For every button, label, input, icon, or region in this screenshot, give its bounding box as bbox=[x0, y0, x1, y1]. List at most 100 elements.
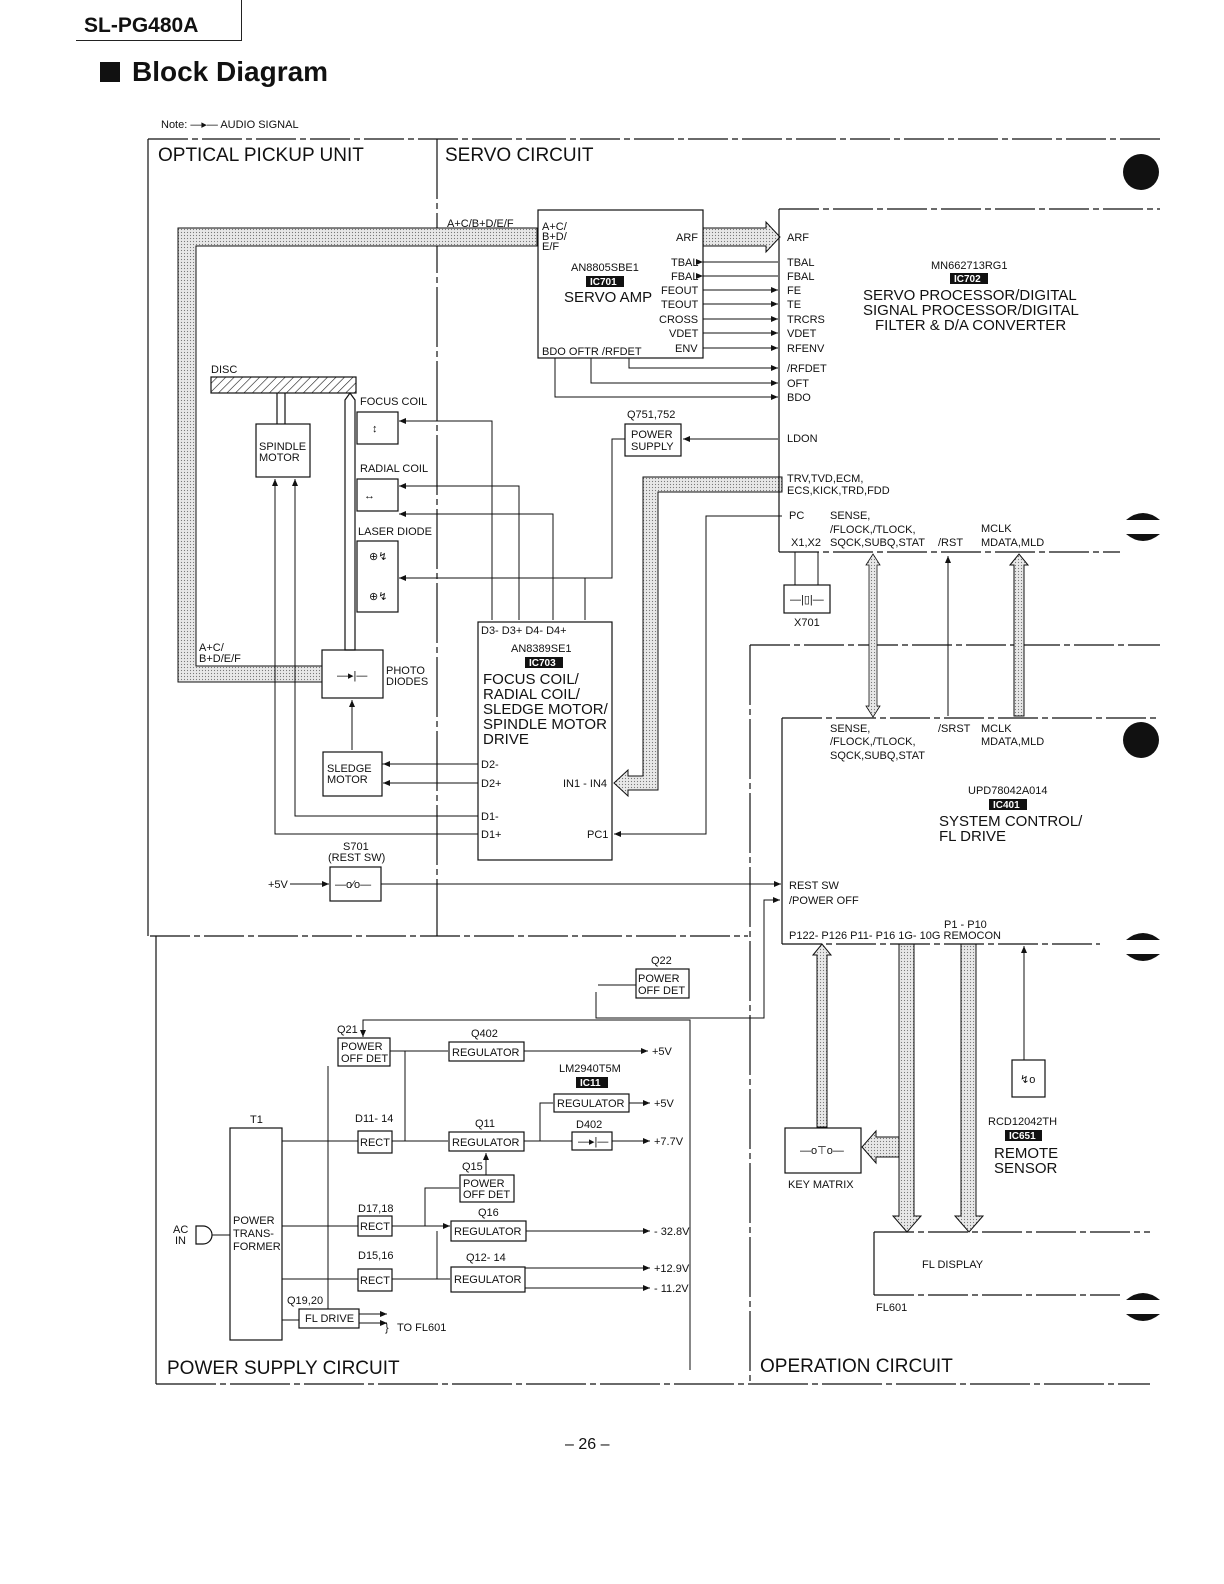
q21-power-off-det bbox=[337, 1037, 391, 1067]
ic702-pin: FE bbox=[787, 285, 801, 297]
ic651-id: IC651 bbox=[1009, 1131, 1036, 1142]
title-bullet-icon bbox=[100, 62, 120, 82]
ic401-sense: SQCK,SUBQ,STAT bbox=[830, 750, 925, 762]
fl-drive-box bbox=[298, 1308, 360, 1329]
ic702-mclk: MCLK bbox=[981, 523, 1012, 535]
q15-label: Q15 bbox=[462, 1161, 483, 1173]
q11-label: Q11 bbox=[475, 1118, 495, 1130]
ic702-x12: X1,X2 bbox=[791, 537, 821, 549]
q1920-label: Q19,20 bbox=[287, 1295, 323, 1307]
ic701-pin: CROSS bbox=[659, 314, 698, 326]
rf-signal-path bbox=[177, 220, 1030, 1233]
rect-d1516 bbox=[357, 1268, 393, 1292]
brace-icon: } bbox=[385, 1322, 389, 1334]
remote-sensor-label: REMOTE bbox=[994, 1145, 1058, 1162]
output-voltage: +5V bbox=[652, 1046, 673, 1058]
ic703-name: SPINDLE MOTOR bbox=[483, 716, 607, 733]
disc-label: DISC bbox=[211, 364, 237, 376]
servo-signal-lines bbox=[554, 259, 778, 400]
model-vrule bbox=[241, 0, 242, 41]
output-voltage: +7.7V bbox=[654, 1136, 684, 1148]
ic701-input-label: A+C/B+D/E/F bbox=[447, 218, 514, 230]
q1214-label: Q12- 14 bbox=[466, 1252, 506, 1264]
ic703-pin: D1+ bbox=[481, 829, 502, 841]
ic401-mclk: MCLK bbox=[981, 723, 1012, 735]
model-rule bbox=[76, 40, 242, 41]
q21-box-text: POWER bbox=[341, 1041, 383, 1053]
registration-dot-top bbox=[1123, 154, 1159, 190]
transformer-text: TRANS- bbox=[233, 1228, 274, 1240]
registration-dot-middle bbox=[1123, 722, 1159, 758]
ic701-bottom-pins: BDO OFTR /RFDET bbox=[542, 346, 642, 358]
ic401-ports: P122- P126 P11- P16 1G- 10G REMOCON bbox=[789, 930, 1001, 942]
ic702-pin: TE bbox=[787, 299, 801, 311]
ic702-id: IC702 bbox=[954, 274, 981, 285]
ic703-pin: D2- bbox=[481, 759, 499, 771]
ic702-pin: OFT bbox=[787, 378, 809, 390]
ic401-id: IC401 bbox=[993, 800, 1020, 811]
page-title: Block Diagram bbox=[132, 56, 329, 87]
ic701-pin: FEOUT bbox=[661, 285, 699, 297]
ic11-badge bbox=[576, 1077, 608, 1088]
sledge-motor-label: MOTOR bbox=[327, 774, 368, 786]
q15-power-off-det bbox=[459, 1174, 515, 1203]
ic703-badge bbox=[525, 657, 563, 668]
ic703-top-pins: D3- D3+ D4- D4+ bbox=[481, 625, 567, 637]
ic701-pin: FBAL bbox=[671, 271, 699, 283]
ic701-pin-left: B+D/ bbox=[542, 231, 568, 243]
remote-sensor-label: SENSOR bbox=[994, 1160, 1058, 1177]
focus-coil-label: FOCUS COIL bbox=[360, 396, 427, 408]
q22-power-off-det bbox=[635, 968, 690, 999]
rect-text: RECT bbox=[360, 1137, 390, 1149]
ic702-box bbox=[778, 208, 1160, 553]
q1214-regulator bbox=[450, 1266, 526, 1293]
ic401-box bbox=[781, 717, 1160, 945]
ic401-mclk: MDATA,MLD bbox=[981, 736, 1044, 748]
ic401-sense: /FLOCK,/TLOCK, bbox=[830, 736, 916, 748]
laser-diode-box bbox=[356, 540, 399, 613]
ic702-badge bbox=[950, 273, 988, 284]
remote-sensor-box bbox=[1011, 1059, 1046, 1098]
key-matrix-box bbox=[784, 1127, 862, 1174]
disc-icon bbox=[210, 376, 357, 394]
d1114-label: D11- 14 bbox=[355, 1113, 393, 1125]
laser-diode-icon: ⊕↯ bbox=[369, 591, 387, 603]
section-power-supply: POWER SUPPLY CIRCUIT bbox=[167, 1358, 400, 1379]
output-voltage: - 11.2V bbox=[654, 1283, 689, 1295]
ic701-pin-left: A+C/ bbox=[542, 221, 568, 233]
ic703-id: IC703 bbox=[529, 658, 556, 669]
s701-label: (REST SW) bbox=[328, 852, 385, 864]
t1-label: T1 bbox=[250, 1114, 263, 1126]
ic701-pin: ARF bbox=[676, 232, 698, 244]
ic702-pin: RFENV bbox=[787, 343, 825, 355]
ic703-name: FOCUS COIL/ bbox=[483, 671, 580, 688]
model-number: SL-PG480A bbox=[84, 14, 199, 37]
ic701-right-pins: ARF TBAL FBAL FEOUT TEOUT CROSS VDET ENV bbox=[659, 232, 699, 355]
q751-power-supply-box bbox=[624, 423, 682, 457]
ic702-sense: SENSE, bbox=[830, 510, 870, 522]
ic702-mclk: MDATA,MLD bbox=[981, 537, 1044, 549]
q16-label: Q16 bbox=[478, 1207, 499, 1219]
ac-in-label: IN bbox=[175, 1235, 186, 1247]
rcd-part: RCD12042TH bbox=[988, 1116, 1057, 1128]
ic401-name: SYSTEM CONTROL/ bbox=[939, 813, 1083, 830]
sledge-motor-box bbox=[322, 751, 383, 797]
ic701-box bbox=[537, 209, 704, 359]
ic651-badge bbox=[1005, 1130, 1042, 1141]
ic701-part: AN8805SBE1 bbox=[571, 262, 639, 274]
ic703-pin: D1- bbox=[481, 811, 499, 823]
ic702-sense: SQCK,SUBQ,STAT bbox=[830, 537, 925, 549]
q16-reg-text: REGULATOR bbox=[454, 1226, 521, 1238]
ic11-id: IC11 bbox=[580, 1078, 601, 1089]
q15-box-text: OFF DET bbox=[463, 1189, 510, 1201]
photo-diode-icon: —▸|— bbox=[337, 670, 367, 682]
x701-crystal-box bbox=[783, 584, 831, 614]
ic401-srst: /SRST bbox=[938, 723, 971, 735]
d402-label: D402 bbox=[576, 1119, 602, 1131]
page-number: – 26 – bbox=[565, 1436, 610, 1453]
ic702-pin: TBAL bbox=[787, 257, 815, 269]
q22-box-text: OFF DET bbox=[638, 985, 685, 997]
diode-icon: —▸|— bbox=[578, 1136, 608, 1148]
q751-box-text: POWER bbox=[631, 429, 673, 441]
pc-line bbox=[614, 515, 782, 837]
